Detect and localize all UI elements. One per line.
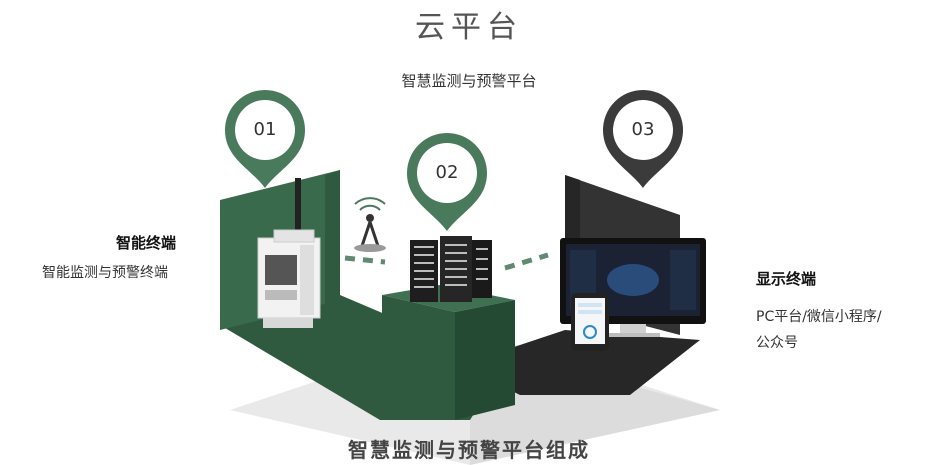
pin-02 xyxy=(407,133,487,231)
left-wall-edge xyxy=(325,170,340,304)
pin-02-number: 02 xyxy=(435,162,459,183)
phone-icon xyxy=(571,293,609,351)
server-rack-icon xyxy=(410,236,492,302)
page-title: 云平台 xyxy=(415,10,523,45)
device-icon xyxy=(257,178,321,328)
left-panel-description: 智能监测与预警终端 xyxy=(42,265,168,281)
platform-subtitle: 智慧监测与预警平台 xyxy=(401,72,537,90)
link-left xyxy=(344,255,386,265)
right-panel-title: 显示终端 xyxy=(756,270,817,288)
right-panel-description-line1: PC平台/微信小程序/ xyxy=(756,309,882,325)
pin-03-number: 03 xyxy=(631,119,655,140)
pin-01 xyxy=(225,90,305,188)
footer-caption: 智慧监测与预警平台组成 xyxy=(348,438,590,462)
right-floor xyxy=(460,330,700,395)
pin-01-number: 01 xyxy=(253,119,277,140)
pin-03 xyxy=(603,90,683,188)
center-block-side xyxy=(455,300,515,420)
antenna-icon xyxy=(354,197,386,252)
center-block-front xyxy=(382,295,455,420)
left-panel-title: 智能终端 xyxy=(116,234,177,252)
right-panel-description-line2: 公众号 xyxy=(756,335,798,351)
link-right xyxy=(504,252,549,271)
